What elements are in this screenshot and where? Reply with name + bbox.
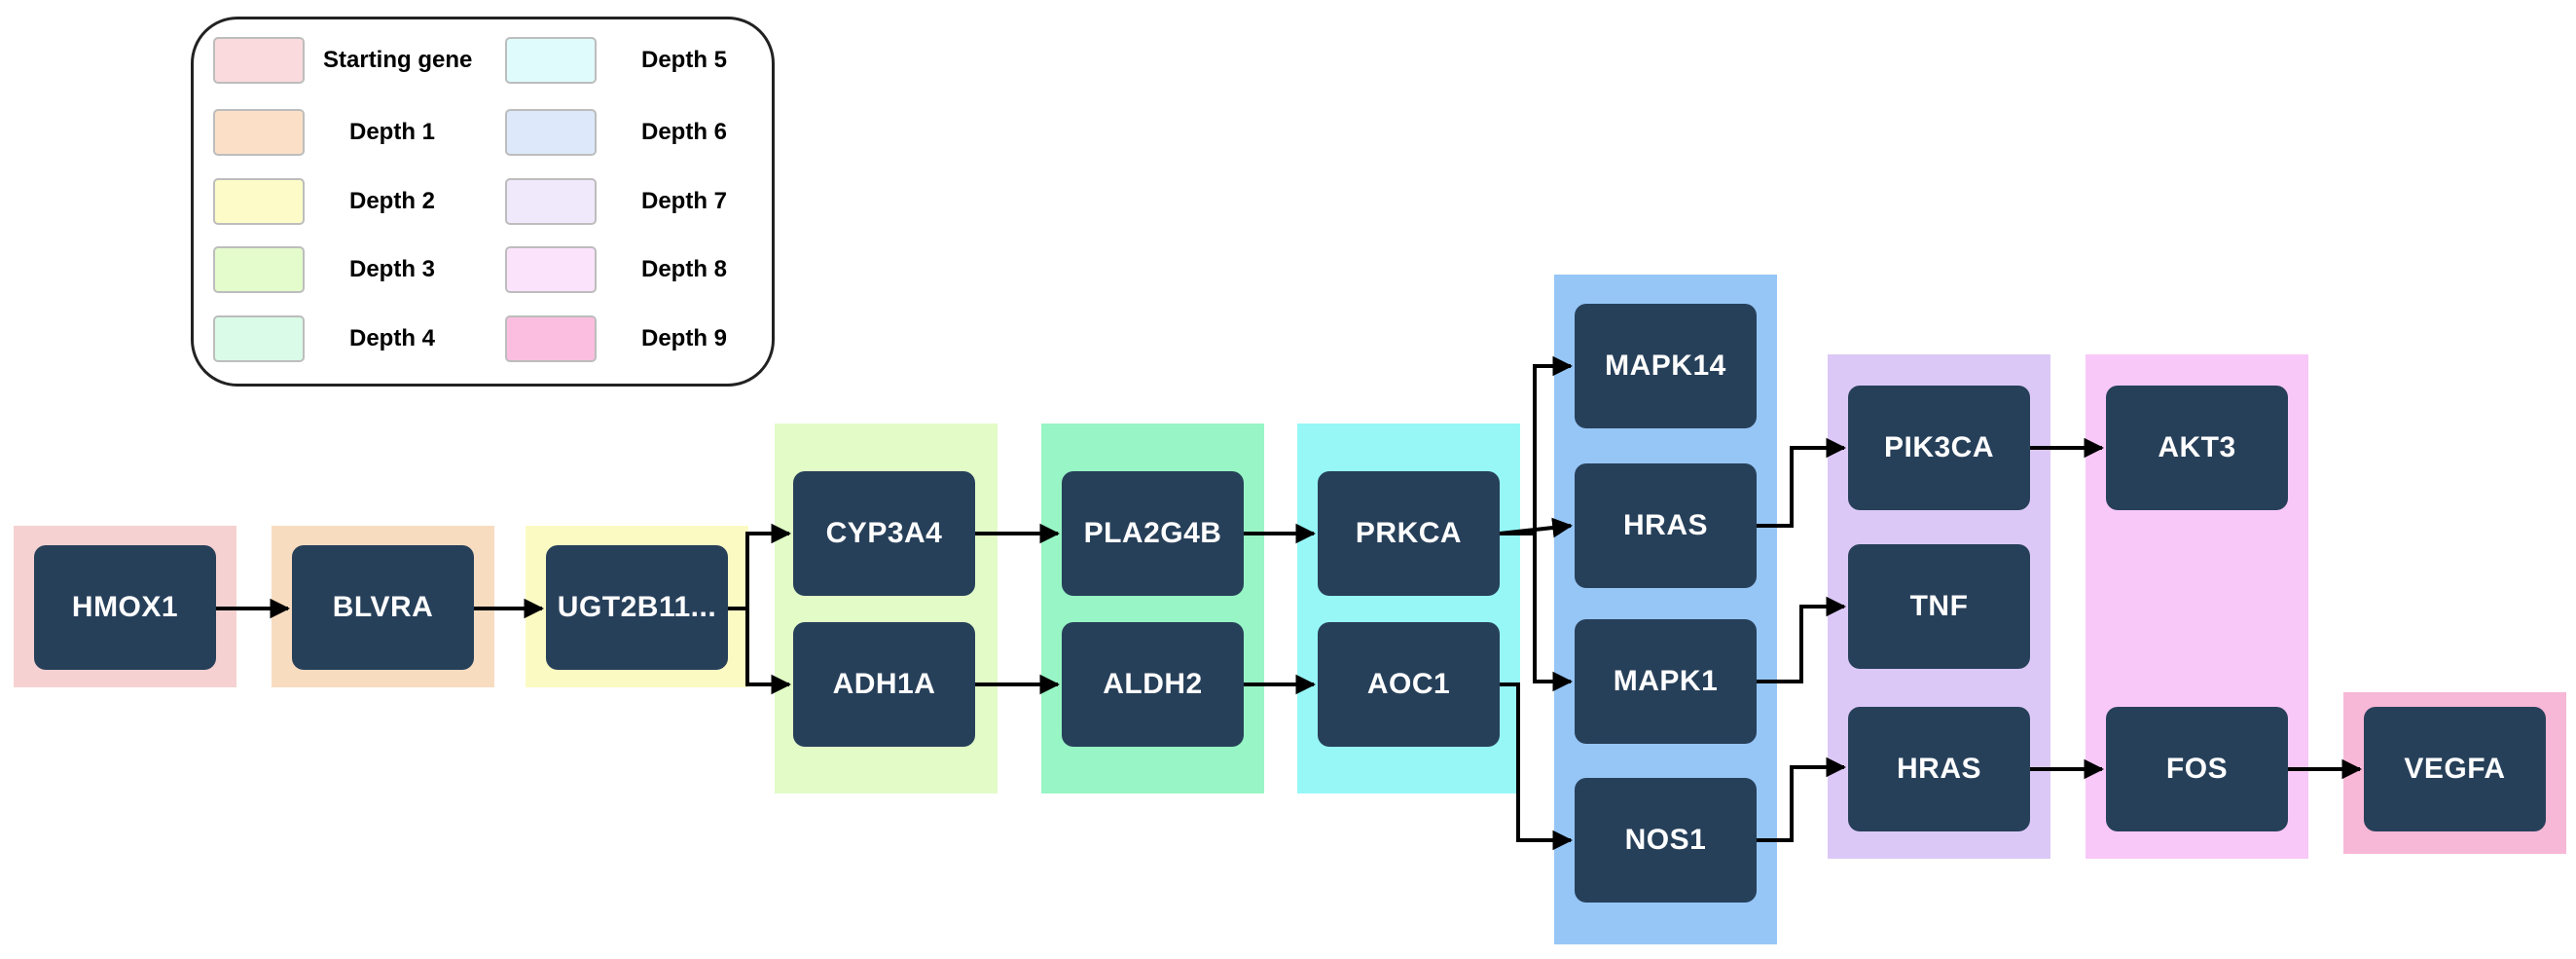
node-ugt2b11[interactable]: UGT2B11... xyxy=(546,545,728,670)
node-nos1[interactable]: NOS1 xyxy=(1575,778,1757,903)
legend-swatch xyxy=(213,109,305,156)
legend-label: Depth 5 xyxy=(641,47,728,73)
legend-label: Depth 9 xyxy=(641,325,728,351)
edge-ugt2b11-cyp3a4 xyxy=(728,523,792,610)
node-fos[interactable]: FOS xyxy=(2106,707,2288,831)
legend-swatch xyxy=(213,315,305,362)
legend-swatch xyxy=(505,37,597,84)
edge-prkca-mapk1 xyxy=(1500,532,1574,692)
edge-prkca-mapk14 xyxy=(1500,355,1574,535)
node-pla2g4b[interactable]: PLA2G4B xyxy=(1062,471,1244,596)
edge-nos1-hras7 xyxy=(1757,756,1847,842)
node-hras[interactable]: HRAS xyxy=(1575,463,1757,588)
legend-label: Depth 3 xyxy=(349,256,436,282)
node-blvra[interactable]: BLVRA xyxy=(292,545,474,670)
node-hmox1[interactable]: HMOX1 xyxy=(34,545,216,670)
edge-aoc1-nos1 xyxy=(1500,682,1574,851)
edge-ugt2b11-adh1a xyxy=(728,607,792,695)
legend-swatch xyxy=(213,246,305,293)
legend-label: Depth 6 xyxy=(641,119,728,145)
legend-label: Starting gene xyxy=(323,47,473,73)
legend-swatch xyxy=(505,178,597,225)
legend-swatch xyxy=(505,315,597,362)
edge-hras-pik3ca xyxy=(1757,437,1847,528)
legend-swatch xyxy=(505,246,597,293)
node-akt3[interactable]: AKT3 xyxy=(2106,386,2288,510)
node-vegfa[interactable]: VEGFA xyxy=(2364,707,2546,831)
edge-mapk1-tnf xyxy=(1757,596,1847,683)
legend: Starting gene Depth 1 Depth 2 Depth 3 De… xyxy=(191,17,775,387)
node-prkca[interactable]: PRKCA xyxy=(1318,471,1500,596)
node-hras-depth7[interactable]: HRAS xyxy=(1848,707,2030,831)
node-aldh2[interactable]: ALDH2 xyxy=(1062,622,1244,747)
node-adh1a[interactable]: ADH1A xyxy=(793,622,975,747)
legend-swatch xyxy=(213,178,305,225)
legend-swatch xyxy=(505,109,597,156)
node-tnf[interactable]: TNF xyxy=(1848,544,2030,669)
legend-label: Depth 7 xyxy=(641,188,728,214)
node-cyp3a4[interactable]: CYP3A4 xyxy=(793,471,975,596)
node-mapk1[interactable]: MAPK1 xyxy=(1575,619,1757,744)
legend-label: Depth 2 xyxy=(349,188,436,214)
node-pik3ca[interactable]: PIK3CA xyxy=(1848,386,2030,510)
node-aoc1[interactable]: AOC1 xyxy=(1318,622,1500,747)
legend-swatch xyxy=(213,37,305,84)
legend-label: Depth 8 xyxy=(641,256,728,282)
legend-label: Depth 1 xyxy=(349,119,436,145)
legend-label: Depth 4 xyxy=(349,325,436,351)
node-mapk14[interactable]: MAPK14 xyxy=(1575,304,1757,428)
